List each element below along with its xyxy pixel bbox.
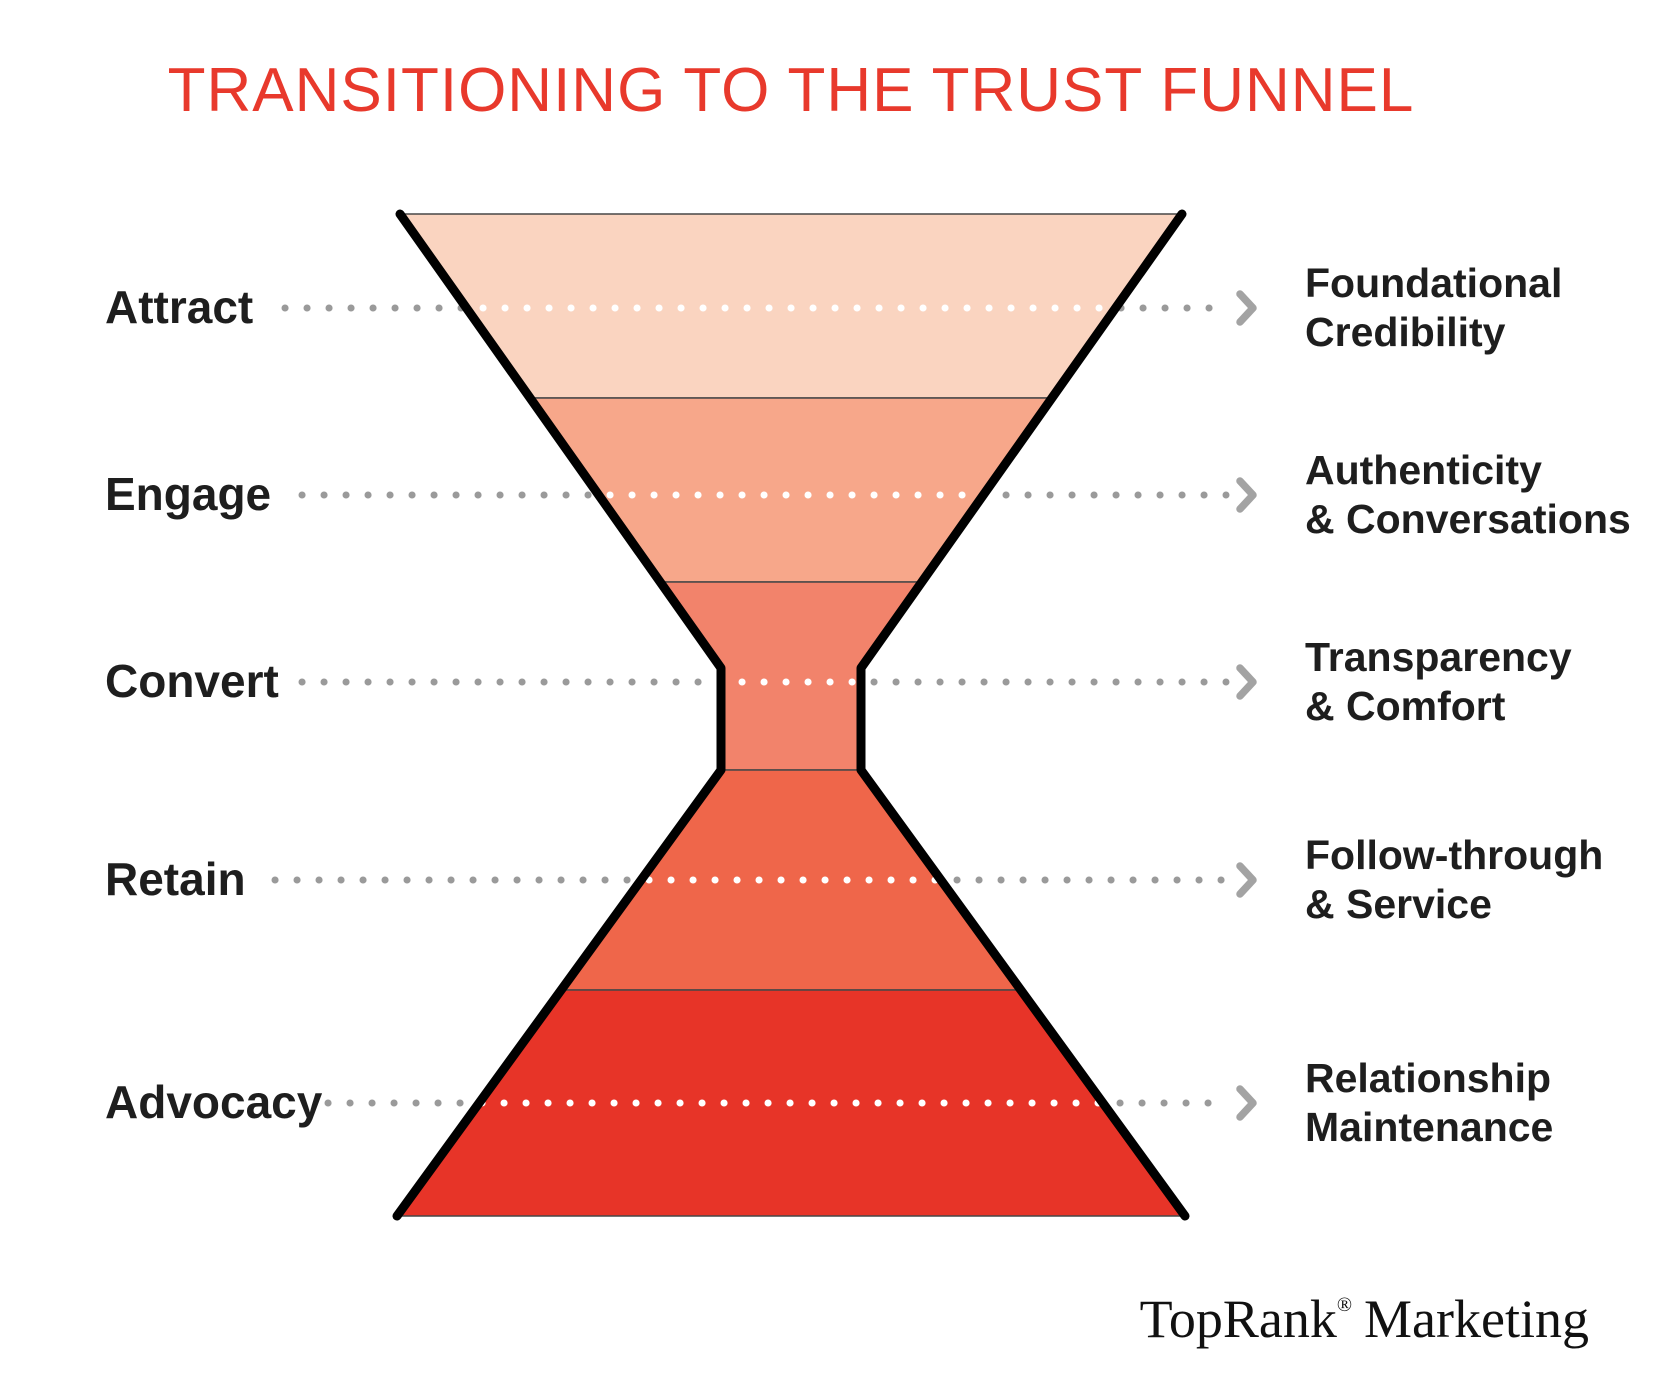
arrow-icon-attract (1236, 290, 1257, 326)
page-title: TRANSITIONING TO THE TRUST FUNNEL (167, 56, 1415, 125)
arrow-icon-convert (1236, 664, 1257, 700)
logo-name: TopRank (1139, 1289, 1337, 1349)
registered-mark-icon: ® (1336, 1294, 1353, 1316)
funnel-outline-left (392, 209, 726, 1221)
logo-word2: Marketing (1364, 1289, 1589, 1349)
arrow-icon-advocacy (1236, 1085, 1257, 1121)
arrow-icon-retain (1236, 862, 1257, 898)
funnel-outline-right (856, 209, 1190, 1221)
toprank-logo: TopRank® Marketing (1140, 1288, 1589, 1350)
arrow-icon-engage (1236, 477, 1257, 513)
funnel-stage-engage (528, 397, 1054, 583)
funnel-stage-convert (658, 581, 924, 771)
